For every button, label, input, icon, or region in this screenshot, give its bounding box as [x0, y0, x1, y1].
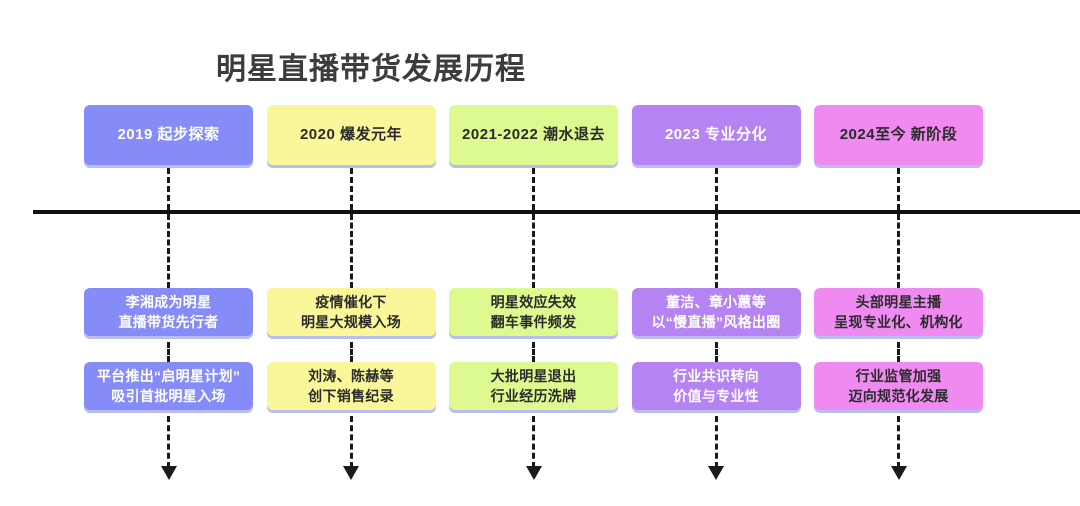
- connector-dashed-line: [349, 342, 353, 362]
- timeline-card-3-1[interactable]: 明星效应失效 翻车事件频发: [449, 288, 618, 336]
- connector-dashed-line: [532, 416, 535, 468]
- timeline-card-1-1[interactable]: 李湘成为明星 直播带货先行者: [84, 288, 253, 336]
- connector-dashed-line: [714, 416, 718, 468]
- connector-dashed-line: [349, 168, 353, 210]
- connector-dashed-line: [714, 214, 718, 288]
- connector-dashed-line: [532, 168, 535, 210]
- connector-dashed-line: [897, 168, 900, 210]
- connector-dashed-line: [532, 214, 535, 288]
- connector-arrow-icon: [343, 466, 359, 480]
- timeline-card-2-2[interactable]: 刘涛、陈赫等 创下销售纪录: [266, 362, 436, 410]
- connector-dashed-line: [167, 416, 170, 468]
- connector-dashed-line: [714, 168, 718, 210]
- connector-dashed-line: [532, 342, 535, 362]
- connector-arrow-icon: [160, 466, 177, 480]
- timeline-card-2-1[interactable]: 疫情催化下 明星大规模入场: [266, 288, 436, 336]
- connector-arrow-icon: [708, 466, 724, 480]
- timeline-header-1[interactable]: 2019 起步探索: [84, 105, 253, 165]
- connector-dashed-line: [349, 416, 353, 468]
- connector-arrow-icon: [525, 466, 542, 480]
- connector-dashed-line: [714, 342, 718, 362]
- timeline-card-1-2[interactable]: 平台推出“启明星计划” 吸引首批明星入场: [84, 362, 253, 410]
- timeline-card-5-1[interactable]: 头部明星主播 呈现专业化、机构化: [814, 288, 983, 336]
- connector-dashed-line: [897, 342, 900, 362]
- timeline-card-5-2[interactable]: 行业监管加强 迈向规范化发展: [814, 362, 983, 410]
- connector-dashed-line: [897, 214, 900, 288]
- timeline-card-4-1[interactable]: 董洁、章小蕙等 以“慢直播”风格出圈: [631, 288, 801, 336]
- connector-dashed-line: [167, 342, 170, 362]
- timeline-axis: [33, 210, 1080, 214]
- timeline-header-2[interactable]: 2020 爆发元年: [266, 105, 436, 165]
- connector-dashed-line: [897, 416, 900, 468]
- timeline-header-5[interactable]: 2024至今 新阶段: [814, 105, 983, 165]
- timeline-header-3[interactable]: 2021-2022 潮水退去: [449, 105, 618, 165]
- page-title: 明星直播带货发展历程: [216, 53, 526, 86]
- timeline-header-4[interactable]: 2023 专业分化: [631, 105, 801, 165]
- connector-arrow-icon: [890, 466, 907, 480]
- timeline-card-4-2[interactable]: 行业共识转向 价值与专业性: [631, 362, 801, 410]
- connector-dashed-line: [167, 168, 170, 210]
- timeline-card-3-2[interactable]: 大批明星退出 行业经历洗牌: [449, 362, 618, 410]
- connector-dashed-line: [349, 214, 353, 288]
- connector-dashed-line: [167, 214, 170, 288]
